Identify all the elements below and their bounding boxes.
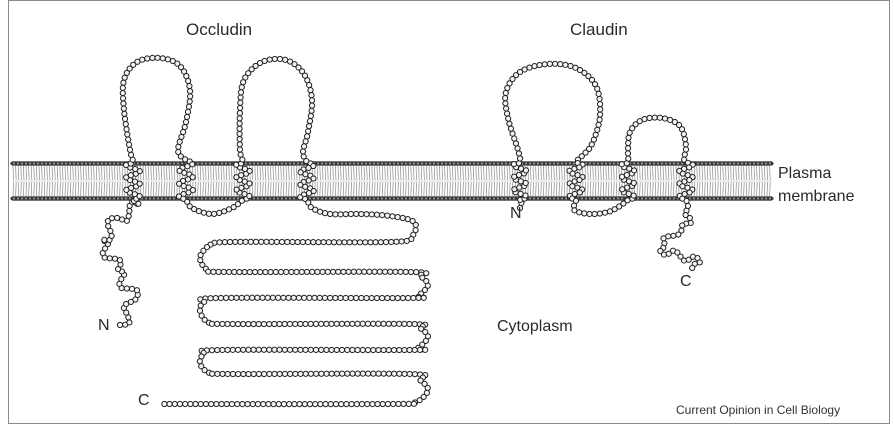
claudin-protein-chain bbox=[503, 61, 703, 270]
occludin-n-terminus-label: N bbox=[98, 317, 110, 335]
occludin-label: Occludin bbox=[186, 20, 252, 40]
claudin-n-terminus-label: N bbox=[510, 205, 522, 223]
plasma-membrane-label-line1: Plasma bbox=[778, 165, 831, 183]
journal-credit: Current Opinion in Cell Biology bbox=[676, 404, 840, 418]
occludin-protein-chain bbox=[100, 55, 430, 407]
plasma-membrane-label-line2: membrane bbox=[778, 188, 854, 206]
claudin-c-terminus-label: C bbox=[680, 273, 692, 291]
claudin-label: Claudin bbox=[570, 20, 628, 40]
occludin-c-terminus-label: C bbox=[138, 392, 150, 410]
cytoplasm-label: Cytoplasm bbox=[497, 318, 573, 336]
